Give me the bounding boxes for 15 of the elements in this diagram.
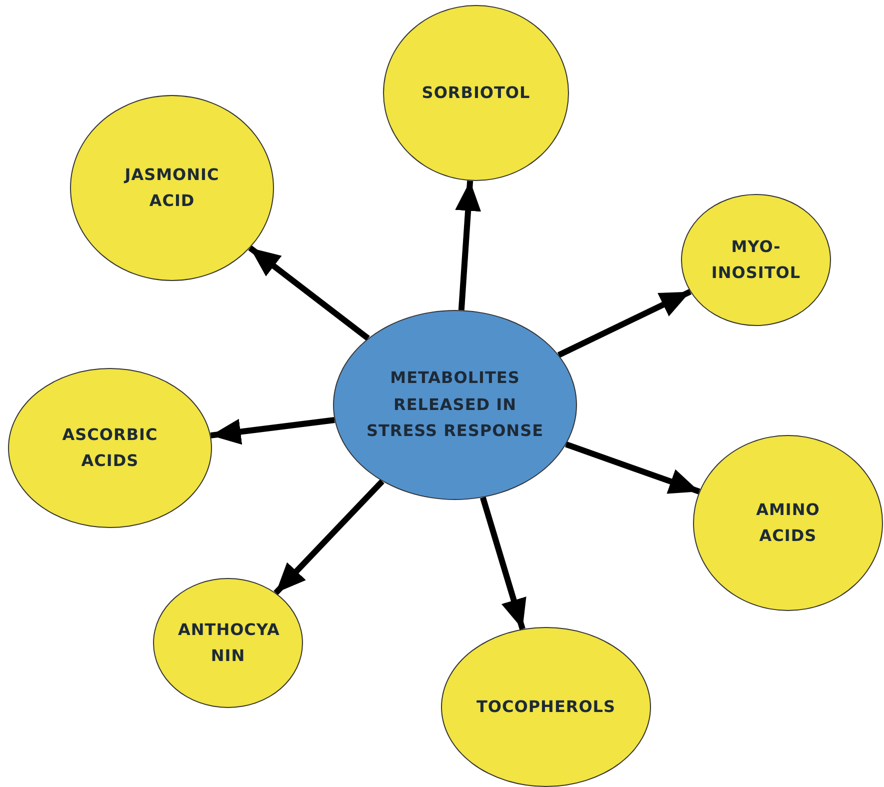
arrow — [565, 442, 700, 494]
node-label: SORBIOTOL — [422, 82, 530, 104]
arrow — [455, 180, 482, 310]
node-label: ANTHOCYA NIN — [178, 618, 278, 667]
arrow — [248, 245, 370, 341]
node-label: ASCORBIC ACIDS — [61, 424, 159, 472]
node-label: MYO- INOSITOL — [710, 236, 802, 284]
node-label: AMINO ACIDS — [755, 498, 821, 547]
node-label: TOCOPHEROLS — [476, 696, 616, 718]
arrow — [557, 289, 692, 358]
arrow — [480, 496, 526, 630]
node-label: JASMONIC ACID — [122, 164, 220, 212]
node-label: METABOLITES RELEASED IN STRESS RESPONSE — [365, 367, 545, 442]
arrow — [274, 479, 384, 595]
arrow — [210, 417, 335, 445]
